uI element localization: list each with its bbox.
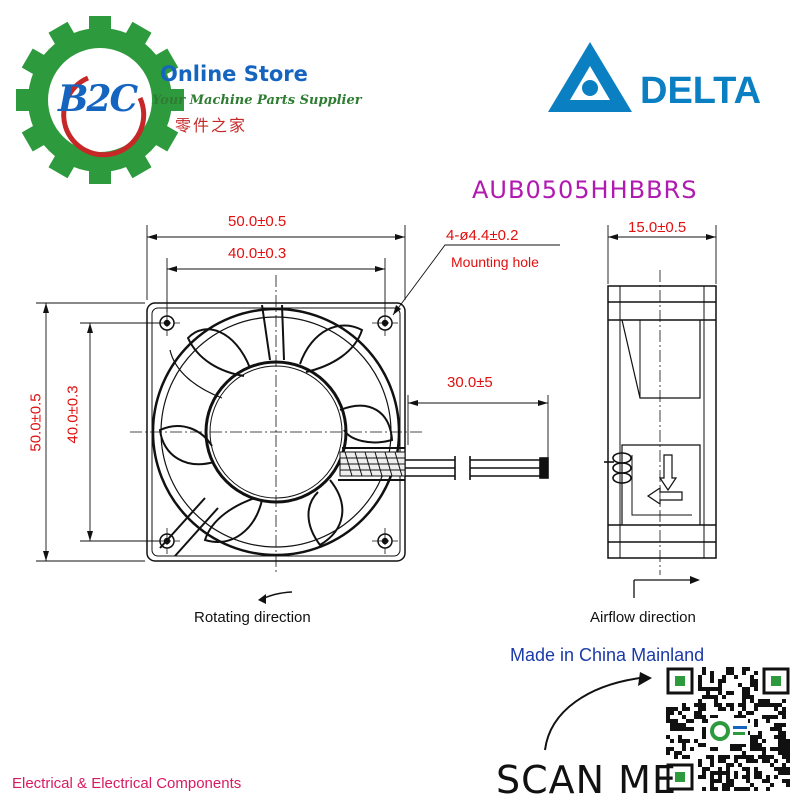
brand-chinese-name: 零件之家 (175, 116, 248, 135)
qr-code-icon (664, 665, 792, 793)
brand-title: Online Store (160, 62, 308, 86)
footer-category: Electrical & Electrical Components (12, 775, 242, 792)
mounting-hole-dimension: 4-ø4.4±0.2 (446, 227, 519, 244)
width-inner-dimension: 40.0±0.3 (228, 245, 287, 262)
depth-dimension: 15.0±0.5 (628, 219, 687, 236)
b2c-logo-text: B2C (58, 78, 138, 120)
mounting-hole-label: Mounting hole (451, 254, 539, 270)
brand-subtitle: Your Machine Parts Supplier (152, 93, 362, 108)
width-outer-dimension: 50.0±0.5 (228, 213, 287, 230)
gear-icon (16, 16, 184, 184)
airflow-direction-caption: Airflow direction (590, 609, 696, 626)
curved-arrow-head (638, 672, 652, 686)
curved-arrow-icon (544, 677, 641, 751)
scan-me-label: SCAN ME (496, 758, 677, 802)
height-outer-dimension: 50.0±0.5 (27, 393, 45, 452)
height-inner-dimension: 40.0±0.3 (64, 385, 82, 444)
rotating-direction-caption: Rotating direction (194, 609, 311, 626)
lead-length-dimension: 30.0±5 (447, 374, 493, 391)
origin-text: Made in China Mainland (510, 645, 705, 665)
model-number: AUB0505HHBBRS (472, 176, 698, 204)
delta-triangle-icon (548, 42, 632, 112)
delta-logo-text: DELTA (640, 70, 762, 112)
